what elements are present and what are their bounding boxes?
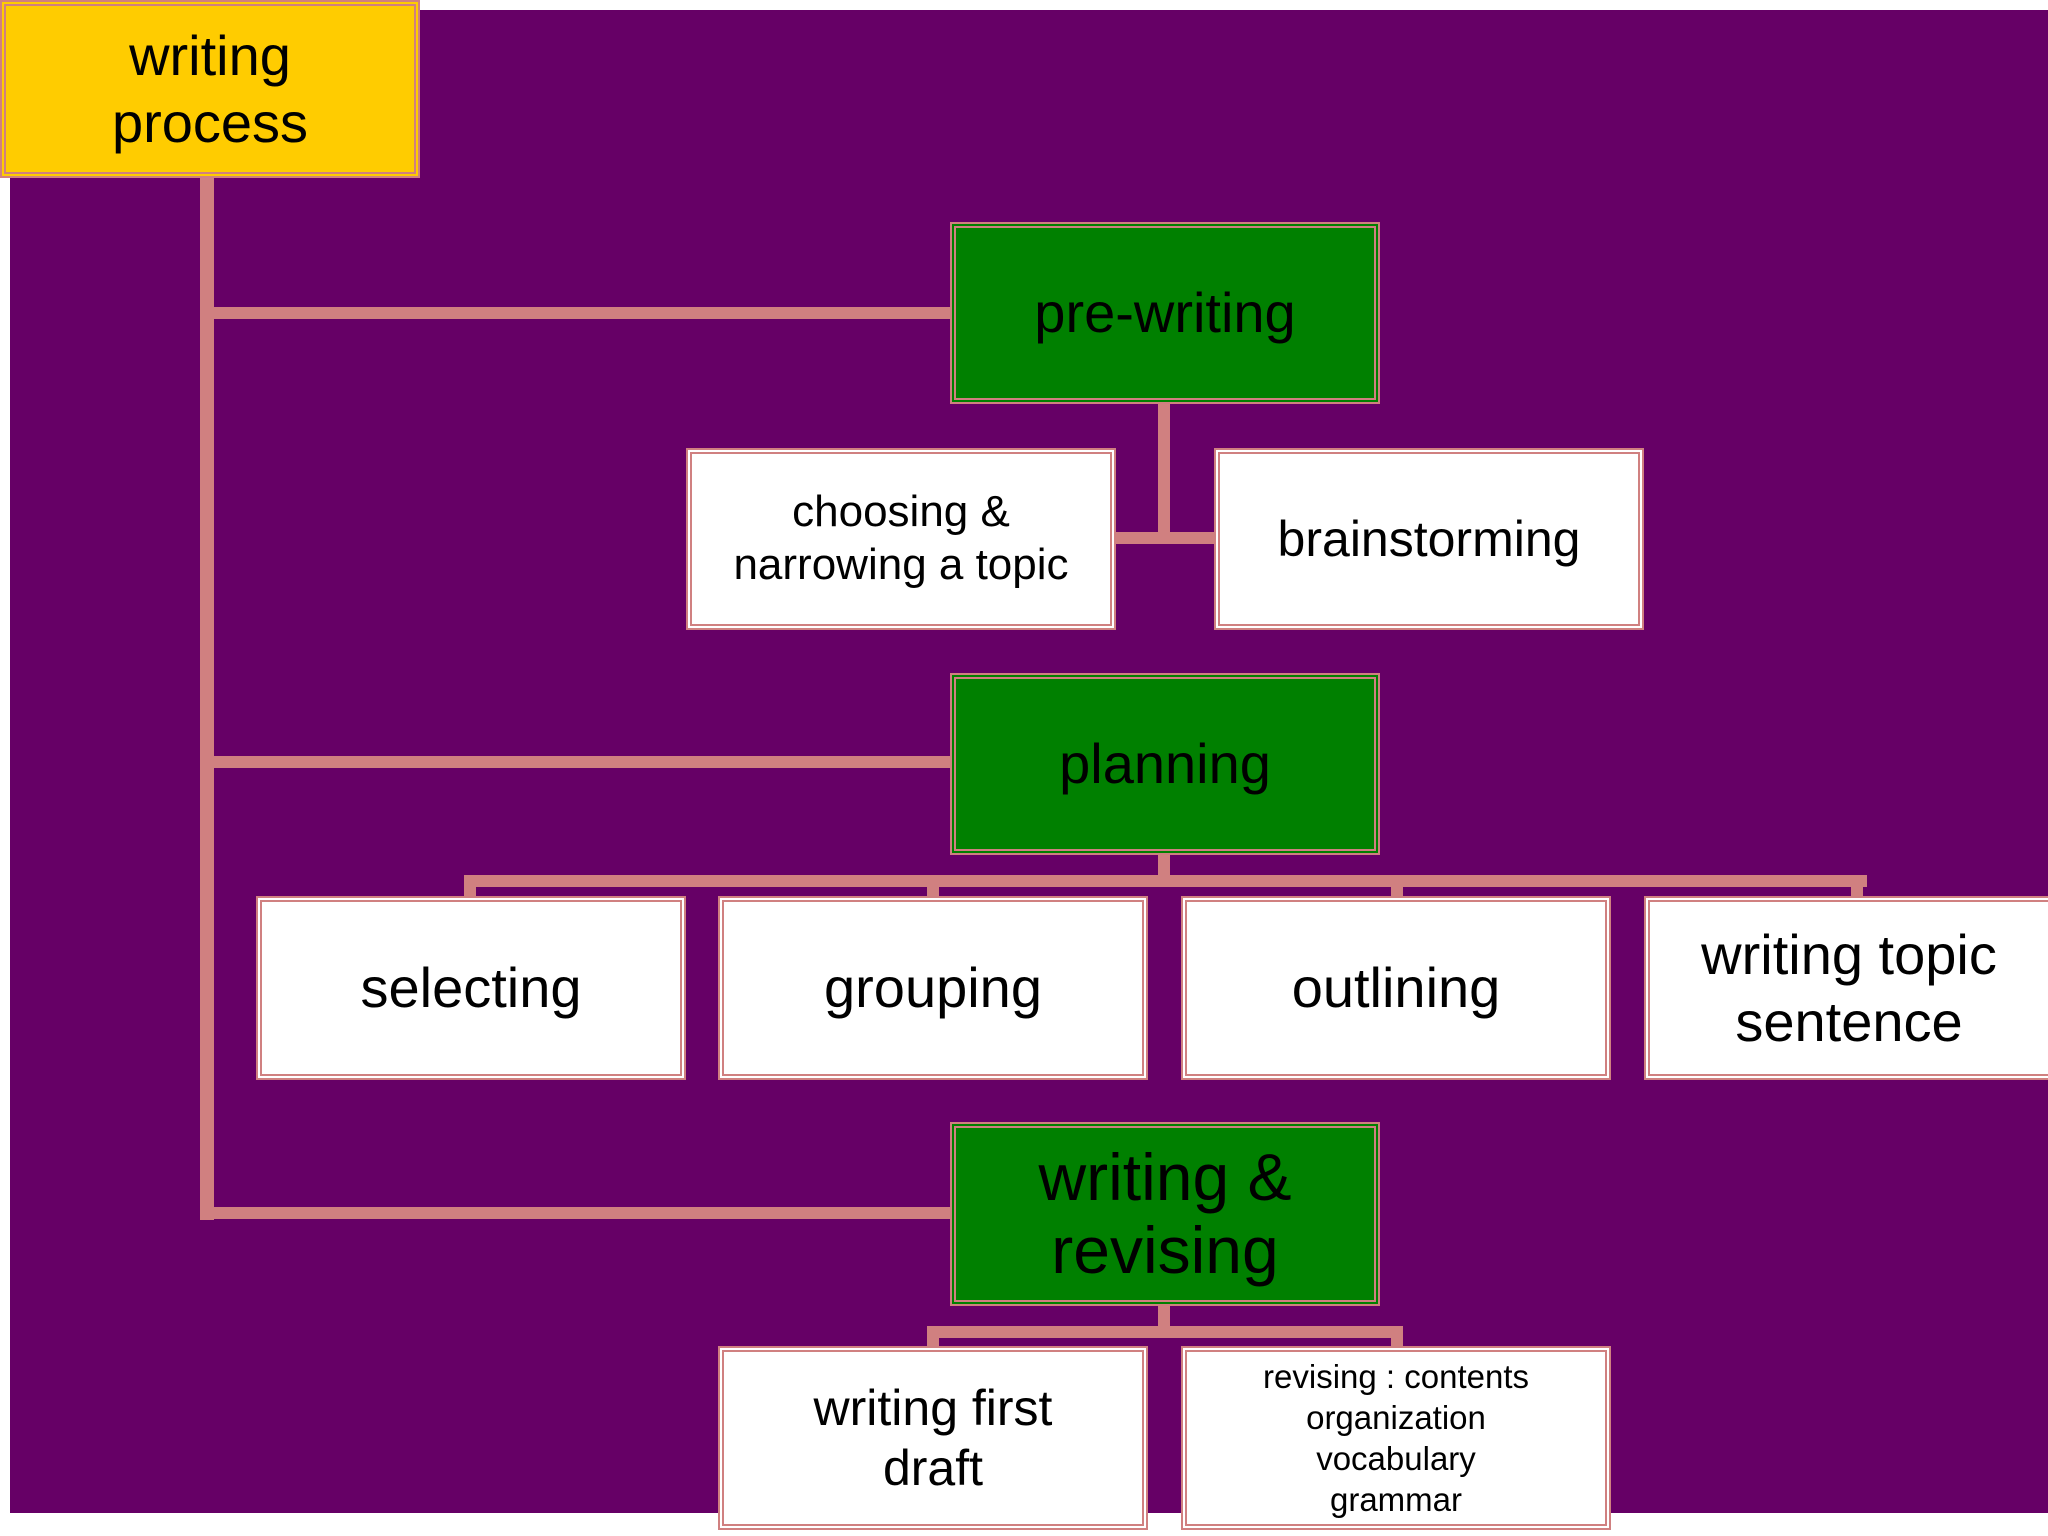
node-writing-first-draft-label: writing first draft [813, 1380, 1053, 1496]
node-revising-details-label: revising : contents organization vocabul… [1263, 1357, 1529, 1519]
node-revising-details: revising : contents organization vocabul… [1181, 1346, 1611, 1530]
stage-writing-revising-label: writing & revising [1038, 1140, 1292, 1287]
stage-prewriting-node: pre-writing [950, 222, 1380, 404]
stage-writing-revising-node: writing & revising [950, 1122, 1380, 1306]
connector-planning-bar [464, 875, 1867, 887]
node-writing-topic-sentence: writing topic sentence [1644, 896, 2048, 1080]
node-writing-topic-sentence-label: writing topic sentence [1701, 922, 1997, 1053]
connector-prewriting-bar [1098, 532, 1232, 544]
node-outlining: outlining [1181, 896, 1611, 1080]
connector-writing-bar [927, 1326, 1403, 1338]
stage-prewriting-label: pre-writing [1034, 281, 1296, 345]
node-choosing-narrowing-topic-label: choosing & narrowing a topic [733, 487, 1069, 589]
stage-planning-node: planning [950, 673, 1380, 855]
connector-prewriting-stem [1158, 385, 1170, 543]
connector-root-writing-revising [200, 1207, 970, 1219]
stage-planning-label: planning [1059, 732, 1271, 796]
node-grouping: grouping [718, 896, 1148, 1080]
node-outlining-label: outlining [1291, 956, 1501, 1020]
node-writing-first-draft: writing first draft [718, 1346, 1148, 1530]
root-node: writing process [0, 0, 420, 178]
node-selecting-label: selecting [360, 956, 582, 1020]
connector-root-prewriting [200, 307, 970, 319]
root-label: writing process [111, 23, 309, 154]
node-grouping-label: grouping [824, 956, 1042, 1020]
node-brainstorming-label: brainstorming [1277, 511, 1581, 567]
node-choosing-narrowing-topic: choosing & narrowing a topic [686, 448, 1116, 630]
connector-root-planning [200, 756, 970, 768]
connector-root-spine [200, 160, 214, 1220]
node-brainstorming: brainstorming [1214, 448, 1644, 630]
node-selecting: selecting [256, 896, 686, 1080]
